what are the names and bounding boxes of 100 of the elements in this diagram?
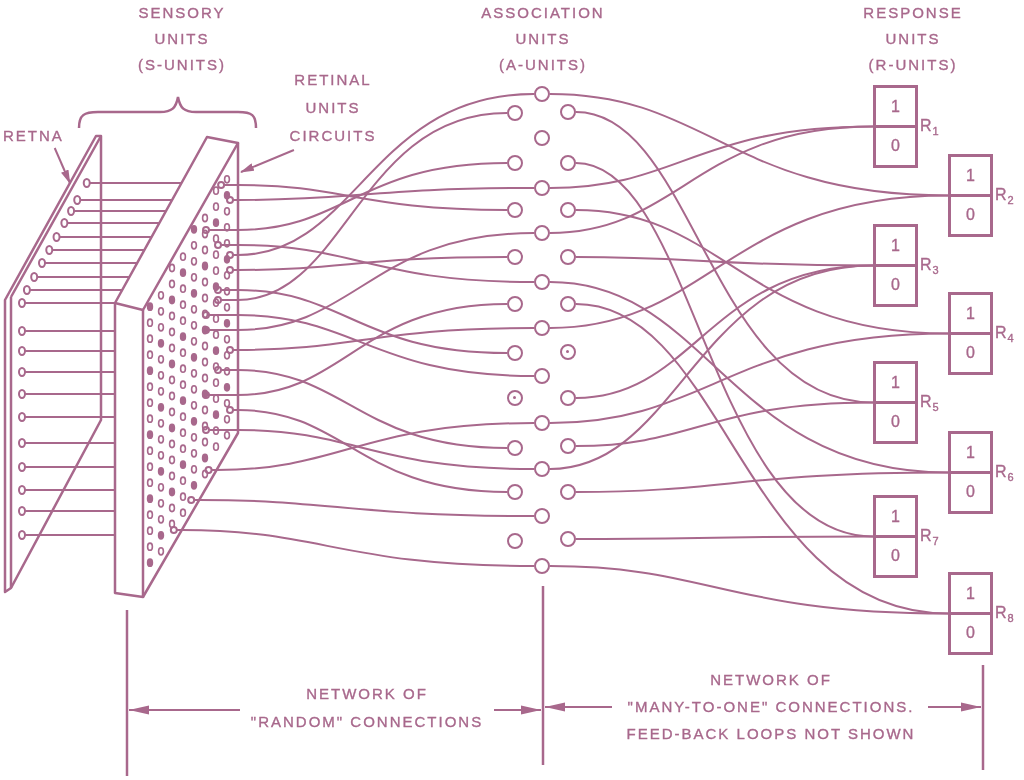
unit-circle (534, 461, 550, 477)
unit-circle (534, 558, 550, 574)
state-digit: 0 (966, 623, 975, 642)
connection-line (549, 93, 949, 197)
state-digit: 0 (891, 546, 900, 565)
leader-arrow (240, 149, 295, 173)
unit-label: R$_{2}$ (995, 185, 1015, 205)
unit-circle (534, 130, 550, 146)
connection-line (237, 256, 508, 271)
unit-circle (507, 202, 523, 218)
unit-circle (507, 249, 523, 265)
unit-circle (560, 202, 576, 218)
unit-label: R$_{6}$ (995, 462, 1015, 482)
unit-circle (507, 390, 523, 406)
connection-line (38, 534, 116, 536)
unit-circle (507, 440, 523, 456)
connection-line (549, 281, 949, 474)
connection-line (198, 499, 535, 517)
connection-line (100, 350, 116, 352)
unit-circle (507, 155, 523, 171)
unit-circle (507, 345, 523, 361)
connection-line (549, 194, 949, 329)
connection-line (237, 162, 508, 231)
dimension-label: NETWORK OF "RANDOM" CONNECTIONS (249, 684, 485, 732)
dimension-label: NETWORK OF "MANY-TO-ONE" CONNECTIONS. FEED-BACK LOOPS NOT SHOWN (625, 670, 917, 744)
connection-line (237, 289, 508, 354)
state-digit: 1 (891, 508, 900, 527)
connection-line (51, 510, 116, 512)
unit-circle (507, 484, 523, 500)
state-digit: 1 (966, 585, 975, 604)
unit-circle (534, 274, 550, 290)
unit-label: R$_{7}$ (920, 526, 940, 546)
unit-circle (534, 415, 550, 431)
column-heading: SENSORY UNITS (S-UNITS) (138, 3, 226, 75)
unit-label: R$_{1}$ (920, 116, 940, 136)
unit-circle (534, 86, 550, 102)
unit-circle (507, 296, 523, 312)
column-heading: RESPONSE UNITS (R-UNITS) (863, 3, 963, 75)
connection-line (575, 209, 949, 335)
connection-line (100, 393, 116, 395)
connection-line (575, 162, 874, 538)
connection-line (237, 303, 508, 396)
unit-circle (560, 344, 576, 360)
unit-circle (507, 105, 523, 121)
state-digit: 0 (966, 205, 975, 224)
connection-line (237, 327, 535, 351)
connection-line (549, 264, 874, 470)
state-digit: 1 (891, 237, 900, 256)
connection-line (237, 93, 535, 256)
state-digit: 1 (966, 444, 975, 463)
connection-line (237, 112, 508, 301)
state-digit: 0 (966, 482, 975, 501)
part-label: RETINAL UNITS CIRCUITS (289, 66, 377, 150)
connection-line (87, 442, 116, 444)
state-digit: 0 (891, 412, 900, 431)
connection-line (549, 332, 949, 424)
state-digit: 1 (891, 374, 900, 393)
connection-line (100, 330, 116, 332)
connection-line (74, 466, 116, 468)
connection-line (62, 489, 116, 491)
unit-circle (560, 484, 576, 500)
connection-line (575, 535, 874, 540)
connection-line (237, 314, 535, 377)
connection-line (100, 416, 116, 418)
unit-circle (560, 390, 576, 406)
unit-circle (560, 249, 576, 265)
unit-label: R$_{5}$ (920, 392, 940, 412)
unit-circle (560, 296, 576, 312)
connection-line (237, 429, 535, 470)
connection-line (237, 369, 508, 449)
state-digit: 1 (966, 167, 975, 186)
connection-line (100, 302, 116, 304)
connection-line (575, 471, 949, 493)
connection-line (237, 244, 535, 283)
unit-label: R$_{4}$ (995, 323, 1015, 343)
unit-circle (534, 180, 550, 196)
unit-circle (534, 320, 550, 336)
connection-line (575, 256, 874, 267)
connection-line (237, 232, 535, 331)
connection-line (237, 187, 535, 201)
connection-line (575, 401, 874, 447)
unit-circle (534, 368, 550, 384)
connection-line (549, 125, 874, 234)
connection-line (575, 111, 874, 404)
unit-circle (560, 438, 576, 454)
connection-line (237, 184, 508, 211)
state-digit: 0 (966, 343, 975, 362)
connection-line (237, 409, 508, 493)
unit-label: R$_{8}$ (995, 603, 1015, 623)
connection-line (100, 371, 116, 373)
connection-line (215, 422, 535, 471)
part-label: RETNA (3, 124, 64, 148)
unit-circle (560, 155, 576, 171)
unit-circle (534, 225, 550, 241)
state-digit: 1 (891, 98, 900, 117)
state-digit: 0 (891, 275, 900, 294)
state-digit: 0 (891, 136, 900, 155)
unit-circle (507, 533, 523, 549)
leader-arrow (53, 147, 71, 184)
unit-circle (560, 104, 576, 120)
